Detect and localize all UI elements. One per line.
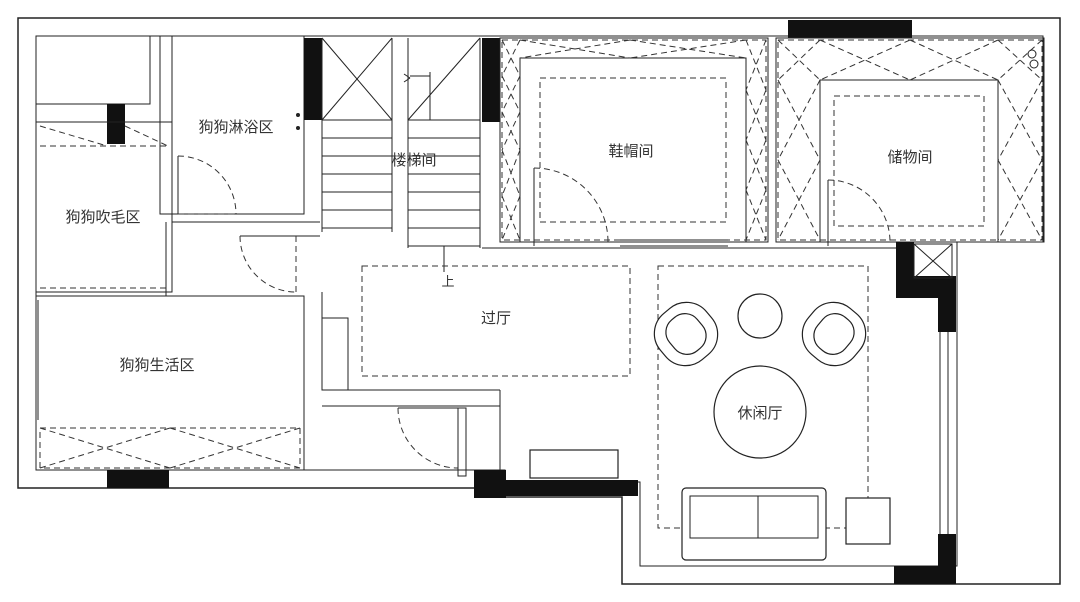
door-dog-bath [177,155,237,215]
label-stairs: 楼梯间 [391,151,436,169]
hall-area [321,247,896,498]
label-hall: 过厅 [481,309,511,327]
shoe-room [499,37,769,247]
storage-room [775,20,1045,246]
label-stairs-up: 上 [441,275,454,290]
label-dog-bath: 狗狗淋浴区 [198,118,273,136]
outer-walls [17,17,1061,585]
dog-area-walls [35,35,322,488]
label-dog-dry: 狗狗吹毛区 [65,208,140,226]
label-shoe-room: 鞋帽间 [608,142,653,160]
door-dog-living [239,235,320,293]
stairwell [321,37,481,272]
lounge-area [653,242,956,584]
stair-column [482,38,500,122]
label-lounge: 休闲厅 [737,404,782,422]
label-dog-living: 狗狗生活区 [119,356,194,374]
label-storage: 储物间 [887,148,932,166]
